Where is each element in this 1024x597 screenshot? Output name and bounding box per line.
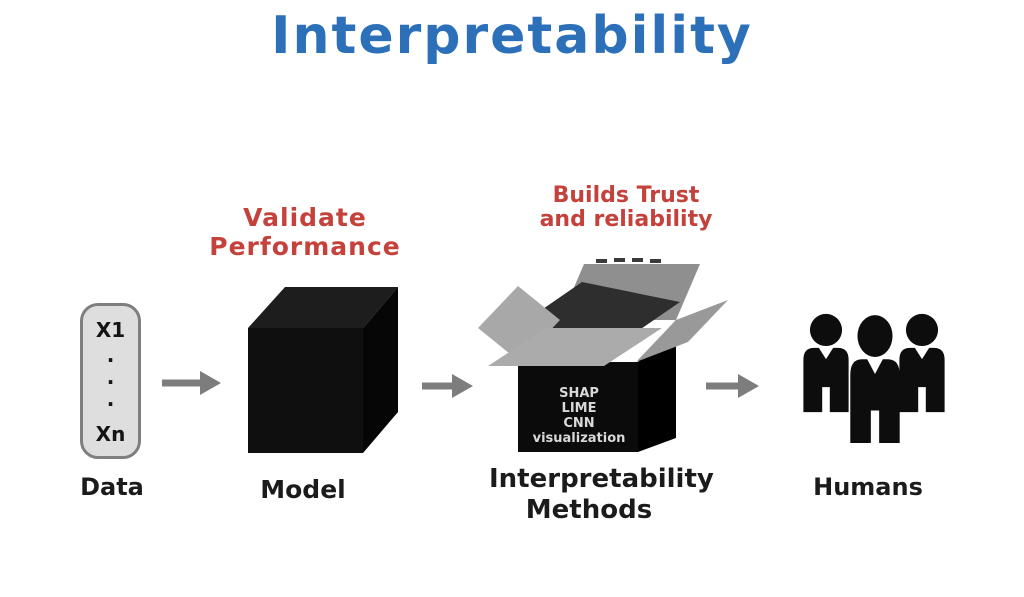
cube-top-face [248,287,398,328]
method-item-lime: LIME [561,401,597,416]
box-interior [524,282,680,342]
model-node-label: Model [260,475,346,504]
model-cube-icon [248,287,398,453]
arrow-model-to-methods-icon [422,374,473,398]
person-left-icon [803,313,849,413]
person-center-icon [850,315,900,443]
ellipsis-dot: · [106,348,115,372]
data-node-label: Data [80,473,144,501]
box-front-flap [488,328,662,366]
arrow-methods-to-humans-icon [706,374,759,398]
humans-node-label: Humans [813,473,923,501]
box-right-flap [636,300,728,362]
data-node: X1 · · · Xn [80,303,141,459]
methods-node-label-line1: Interpretability [489,464,714,494]
methods-node-label-line2: Methods [525,495,653,525]
methods-node-label: Interpretability Methods [489,464,714,526]
annotation-validate-performance: Validate Performance [209,203,401,261]
annotation-builds-trust-line2: and reliability [539,207,713,232]
arrow-data-to-model-icon [162,371,221,395]
method-item-shap: SHAP [559,386,599,401]
humans-group-icon [803,313,945,443]
box-tape-dashes [596,258,661,263]
person-right-icon [899,313,945,413]
method-item-cnn-visualization: CNN visualization [532,416,626,446]
cube-right-face [363,287,398,453]
cube-front-face [248,328,363,453]
ellipsis-dot: · [106,370,115,394]
methods-open-box-icon [478,258,728,452]
feature-last-label: Xn [95,422,126,446]
methods-items-list: SHAP LIME CNN visualization [520,386,638,446]
page-title: Interpretability [271,6,753,66]
ellipsis-dots: · · · [106,348,115,416]
ellipsis-dot: · [106,392,115,416]
box-front-face [518,362,638,452]
feature-first-label: X1 [95,318,126,342]
box-left-flap [478,286,560,362]
annotation-builds-trust-line1: Builds Trust [552,183,700,208]
annotation-builds-trust: Builds Trust and reliability [520,184,732,232]
